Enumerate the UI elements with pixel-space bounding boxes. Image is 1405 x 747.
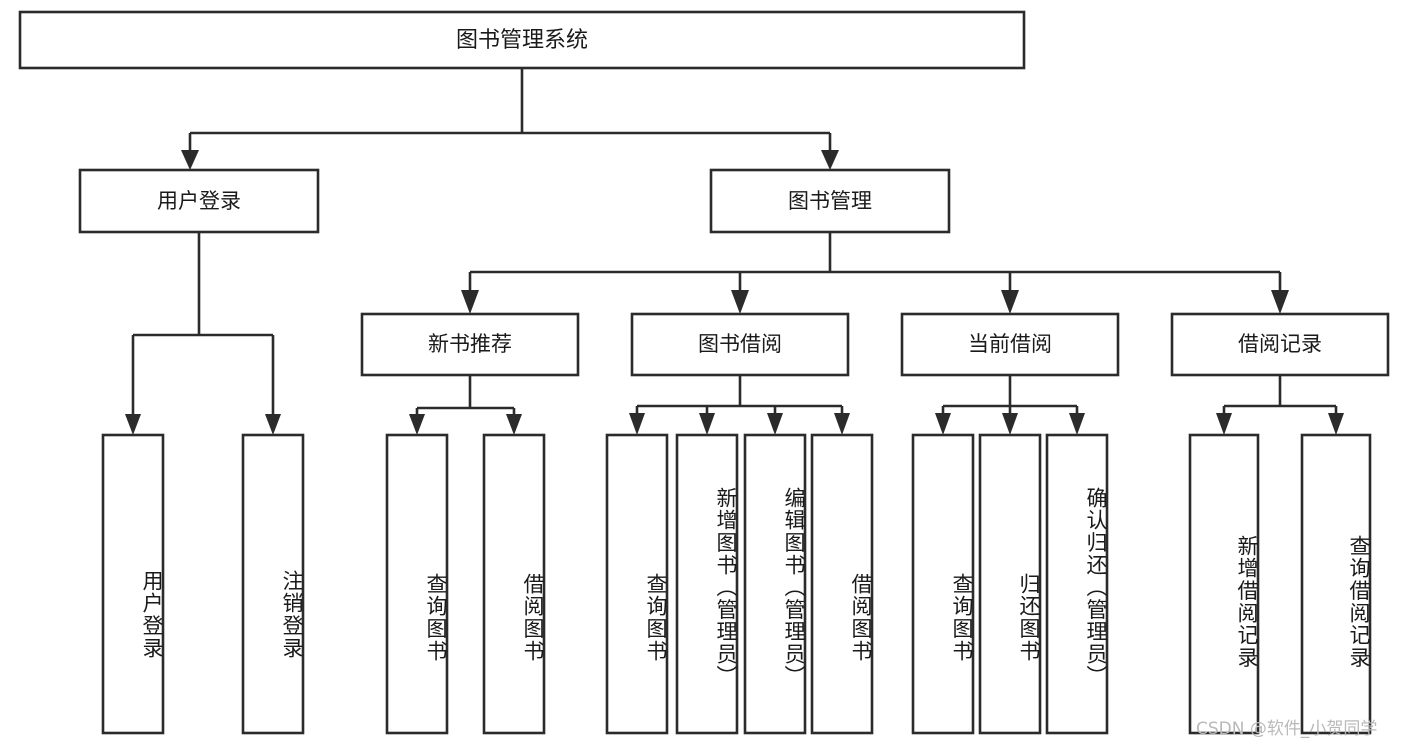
node-current-borrow[interactable]: 当前借阅 [900, 312, 1120, 377]
arrowhead-current-borrow [1001, 290, 1019, 314]
arrowhead-new-book [461, 290, 479, 314]
arrowhead-book-borrow [731, 290, 749, 314]
node-root-label: 图书管理系统 [456, 28, 588, 53]
arrowhead-book-manage [821, 150, 839, 170]
arrowhead-cborrow-l2 [1002, 413, 1018, 435]
node-user-login[interactable]: 用户登录 [78, 168, 320, 234]
leaf-box-book-borrow-3[interactable] [810, 433, 874, 735]
arrowhead-cborrow-l1 [935, 413, 951, 435]
arrowhead-newbook-l1 [409, 414, 425, 435]
leaf-box-book-borrow-1[interactable] [675, 433, 739, 735]
node-book-management-label: 图书管理 [788, 189, 872, 213]
arrowhead-bborrow-l2 [699, 413, 715, 435]
leaf-box-current-borrow-2[interactable] [1045, 433, 1109, 735]
node-book-borrow-box[interactable] [630, 312, 850, 377]
leaf-box-book-borrow-0[interactable] [605, 433, 669, 735]
leaf-box-user-login-1[interactable] [241, 433, 305, 735]
node-book-borrow[interactable]: 图书借阅 [630, 312, 850, 377]
arrowhead-bborrow-l1 [629, 413, 645, 435]
node-borrow-record-label: 借阅记录 [1238, 332, 1322, 356]
node-new-book-recommend-box[interactable] [360, 312, 580, 377]
leaf-box-borrow-record-1[interactable] [1300, 433, 1372, 735]
node-user-login-label: 用户登录 [157, 189, 241, 213]
arrowhead-user-leaf2 [265, 414, 281, 435]
leaf-box-current-borrow-1[interactable] [978, 433, 1042, 735]
node-current-borrow-label: 当前借阅 [968, 332, 1052, 356]
arrowhead-user-leaf1 [125, 414, 141, 435]
leaf-box-book-borrow-2[interactable] [743, 433, 807, 735]
watermark-text: CSDN @软件_小贺同学 [1196, 719, 1378, 739]
leaf-box-user-login-0[interactable] [101, 433, 165, 735]
node-user-login-box[interactable] [78, 168, 320, 234]
leaf-box-current-borrow-0[interactable] [911, 433, 975, 735]
leaf-box-borrow-record-0[interactable] [1188, 433, 1260, 735]
arrowhead-cborrow-l3 [1069, 413, 1085, 435]
node-new-book-recommend[interactable]: 新书推荐 [360, 312, 580, 377]
arrowhead-user-login [181, 150, 199, 170]
arrowhead-record-l1 [1216, 413, 1232, 435]
arrowhead-bborrow-l4 [834, 413, 850, 435]
arrowhead-newbook-l2 [506, 414, 522, 435]
node-root[interactable]: 图书管理系统 [18, 10, 1026, 70]
leaf-box-new-book-0[interactable] [385, 433, 449, 735]
node-root-box[interactable] [18, 10, 1026, 70]
arrowhead-record-l2 [1328, 413, 1344, 435]
connectors-layer [125, 68, 1344, 435]
node-borrow-record-box[interactable] [1170, 312, 1390, 377]
node-current-borrow-box[interactable] [900, 312, 1120, 377]
nodes-layer: 图书管理系统 用户登录 图书管理 新书推荐 图书借阅 当前 [18, 10, 1390, 735]
node-book-management[interactable]: 图书管理 [709, 168, 951, 234]
node-book-management-box[interactable] [709, 168, 951, 234]
node-book-borrow-label: 图书借阅 [698, 332, 782, 356]
node-new-book-recommend-label: 新书推荐 [428, 332, 512, 356]
leaf-box-new-book-1[interactable] [482, 433, 546, 735]
node-borrow-record[interactable]: 借阅记录 [1170, 312, 1390, 377]
arrowhead-bborrow-l3 [767, 413, 783, 435]
arrowhead-borrow-record [1271, 290, 1289, 314]
